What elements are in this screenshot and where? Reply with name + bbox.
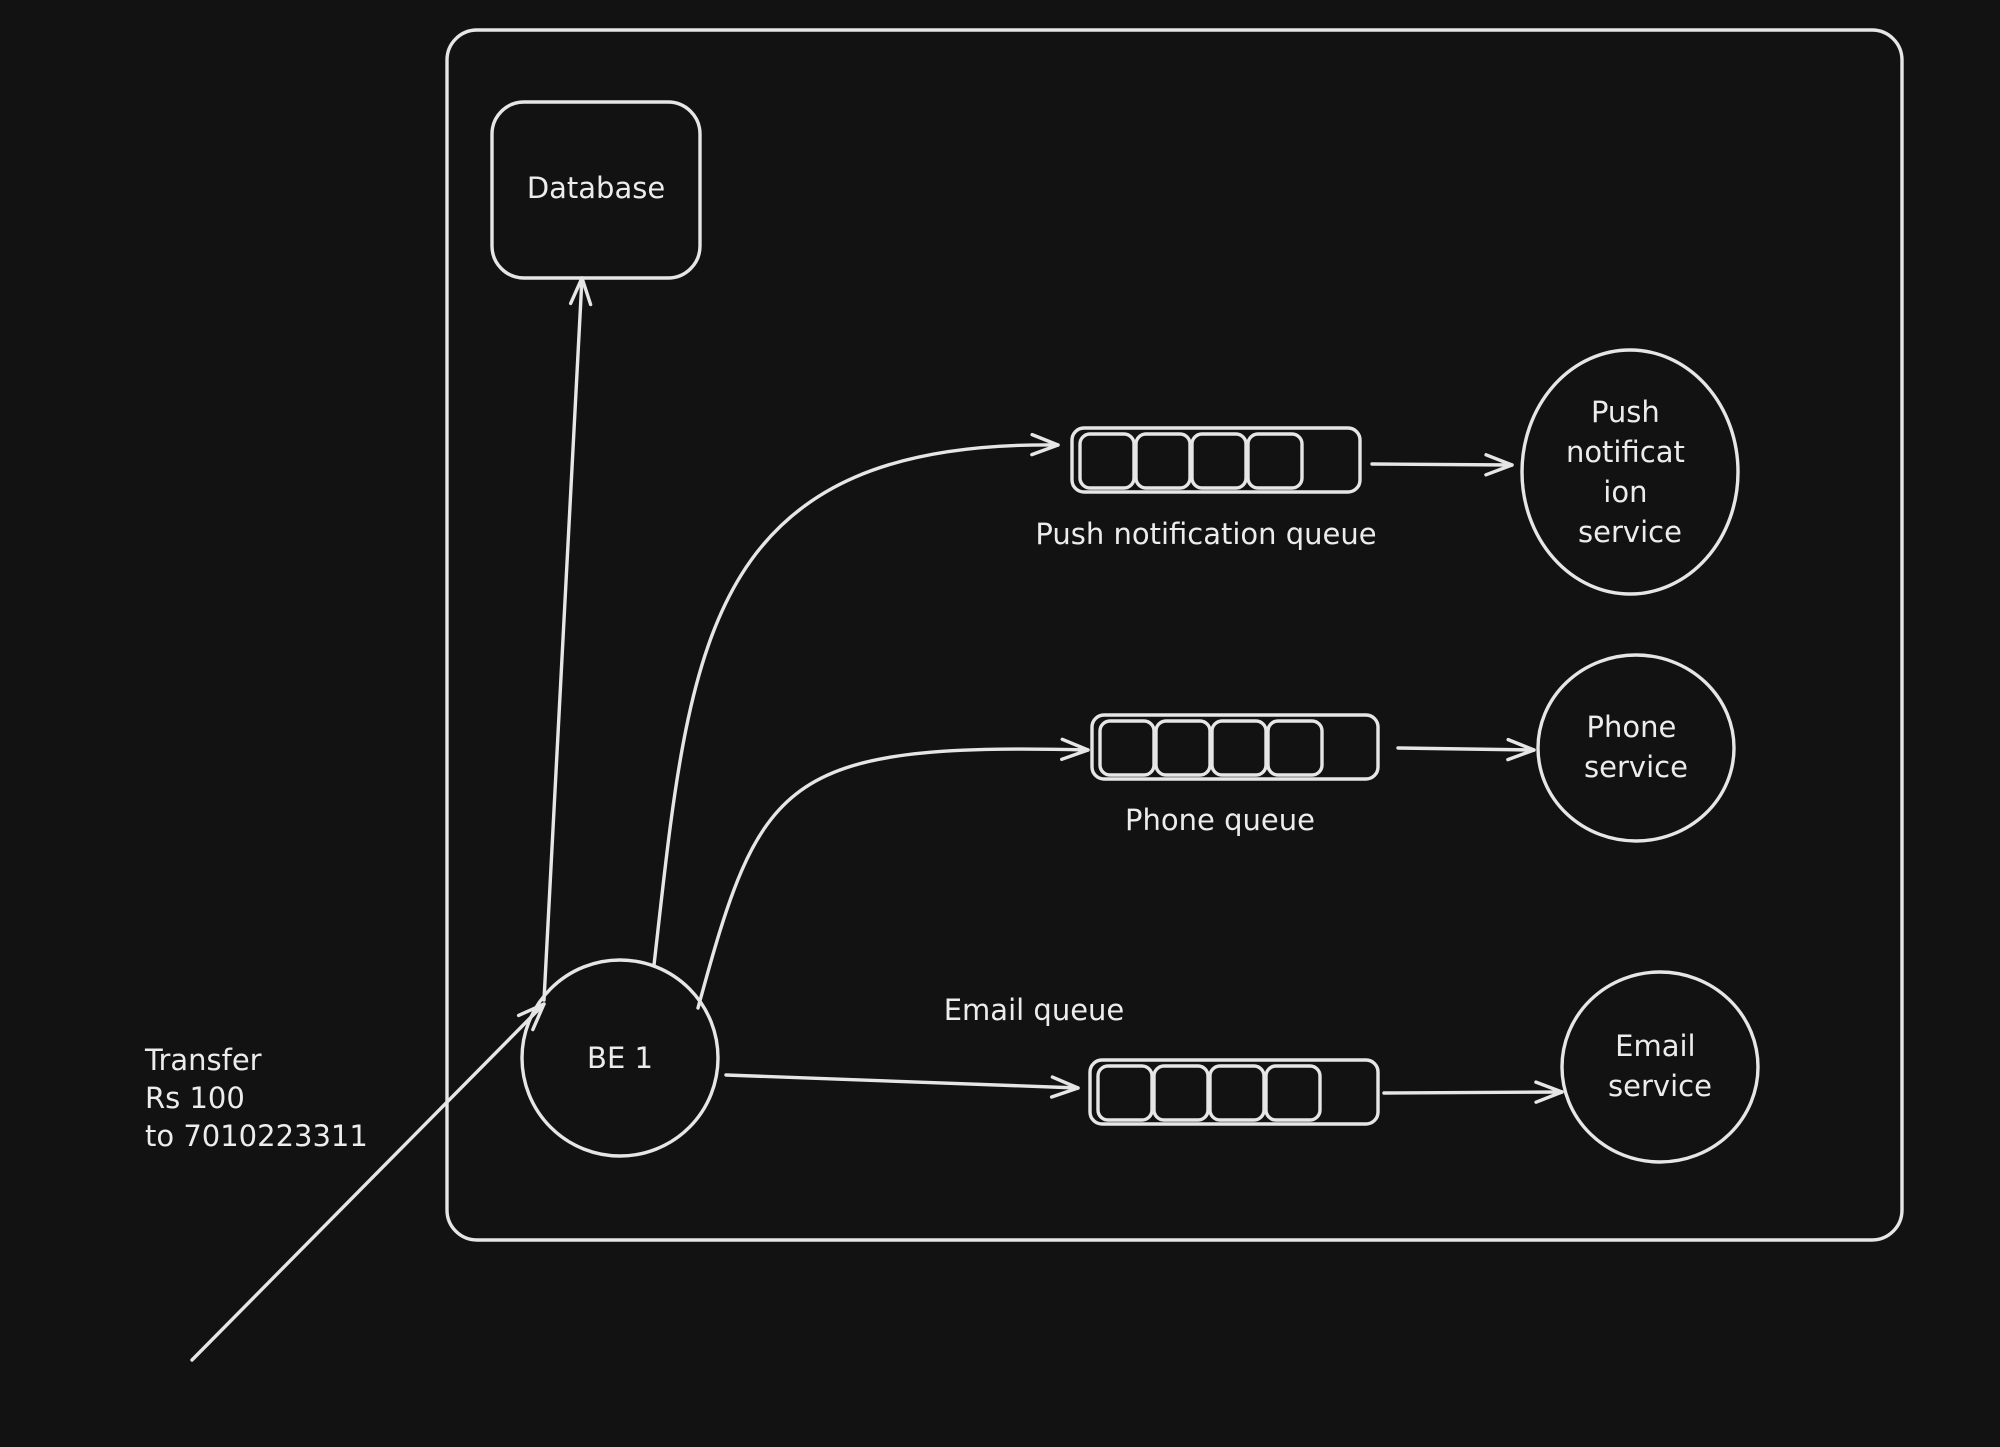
queue-frame [1088, 1058, 1380, 1126]
push-service-line: service [1578, 515, 1682, 549]
backend-label: BE 1 [587, 1041, 653, 1075]
backend-node: BE 1 [520, 958, 720, 1158]
queue-slot [1208, 1064, 1266, 1122]
phone-service-line: Phone [1586, 710, 1676, 744]
email-service-line: service [1608, 1069, 1712, 1103]
database-label: Database [527, 171, 665, 205]
push-notification-queue: Push notification queue [1035, 426, 1377, 551]
phone-service-node: Phone service [1536, 653, 1736, 843]
queue-frame [1090, 713, 1380, 781]
email-service-line: Email [1615, 1029, 1695, 1063]
queue-slot [1152, 1064, 1210, 1122]
queue-slot [1134, 432, 1192, 490]
request-line: to 7010223311 [145, 1119, 368, 1153]
queue-frame [1070, 426, 1362, 494]
email-queue-to-service-arrow [1382, 1080, 1564, 1104]
queue-slot [1246, 432, 1304, 490]
queue-slot [1098, 719, 1156, 777]
push-queue-to-service-arrow [1370, 453, 1514, 477]
push-queue-label: Push notification queue [1035, 517, 1376, 551]
push-service-line: ion [1603, 475, 1647, 509]
push-service-label: Push notificat ion service [1566, 395, 1694, 549]
incoming-request-arrow [190, 1002, 546, 1362]
backend-to-phone-queue-arrow [696, 737, 1090, 1010]
email-queue: Email queue [944, 993, 1380, 1126]
queue-slot [1096, 1064, 1154, 1122]
backend-to-email-queue-arrow [724, 1073, 1080, 1099]
request-line: Transfer [144, 1043, 262, 1077]
phone-service-line: service [1584, 750, 1688, 784]
backend-to-push-queue-arrow [652, 432, 1060, 967]
backend-circle [520, 958, 720, 1158]
email-service-node: Email service [1560, 970, 1760, 1164]
request-label: Transfer Rs 100 to 7010223311 [144, 1043, 368, 1153]
system-boundary [445, 28, 1904, 1242]
email-service-label: Email service [1608, 1029, 1712, 1103]
push-service-line: Push [1591, 395, 1660, 429]
phone-queue-to-service-arrow [1396, 737, 1536, 762]
phone-queue-label: Phone queue [1125, 803, 1315, 837]
email-queue-label: Email queue [944, 993, 1125, 1027]
phone-service-label: Phone service [1584, 710, 1688, 784]
backend-to-database-arrow [542, 276, 593, 1002]
queue-slot [1210, 719, 1268, 777]
phone-queue: Phone queue [1090, 713, 1380, 837]
queue-slot [1078, 432, 1136, 490]
queue-slot [1190, 432, 1248, 490]
queue-slot [1266, 719, 1324, 777]
database-node: Database [490, 100, 702, 280]
email-service-circle [1560, 970, 1760, 1164]
queue-slot [1264, 1064, 1322, 1122]
phone-service-circle [1536, 653, 1736, 843]
push-notification-service-node: Push notificat ion service [1520, 348, 1740, 596]
database-box [490, 100, 702, 280]
request-line: Rs 100 [145, 1081, 245, 1115]
queue-slot [1154, 719, 1212, 777]
push-service-line: notificat [1566, 435, 1685, 469]
push-service-circle [1520, 348, 1740, 596]
